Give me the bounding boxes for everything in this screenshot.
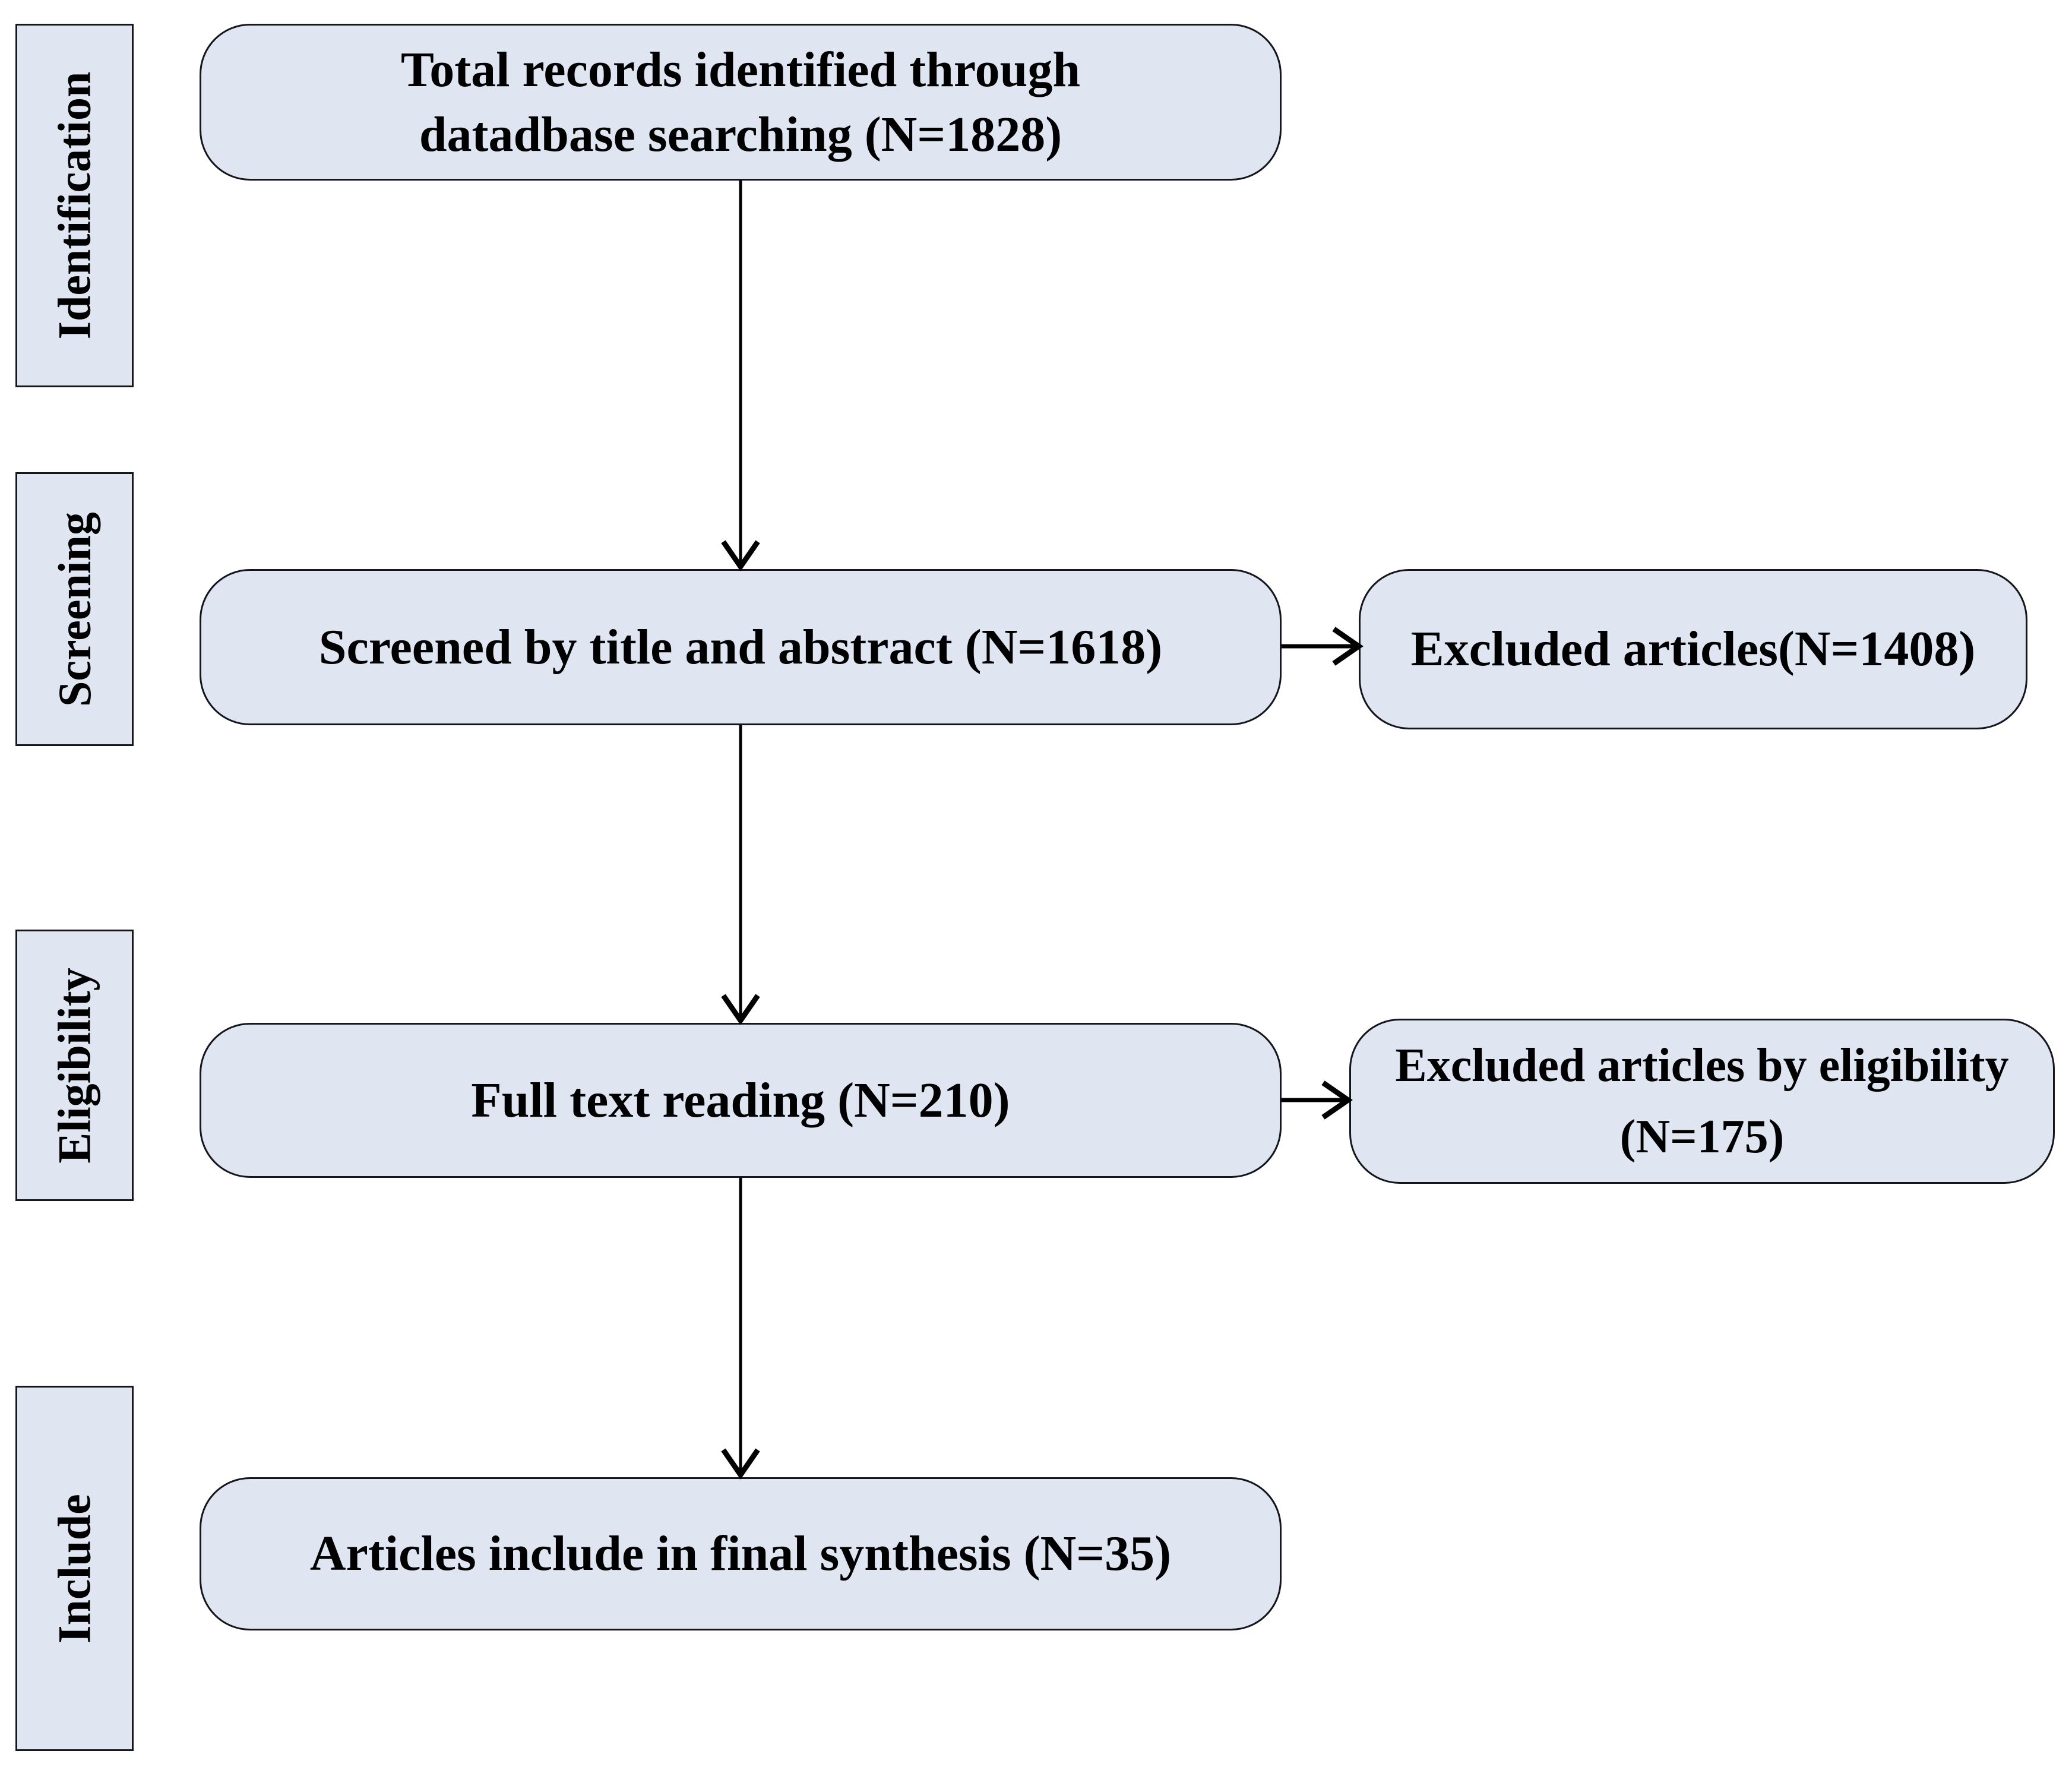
- box-excluded-articles-screening: Excluded articles(N=1408): [1359, 569, 2027, 729]
- stage-label-include: Include: [15, 1386, 134, 1751]
- arrow-identified-to-screened-icon: [721, 181, 760, 571]
- stage-label-screening: Screening: [15, 472, 134, 746]
- box-final-synthesis: Articles include in final synthesis (N=3…: [200, 1477, 1282, 1630]
- box-final-synthesis-text: Articles include in final synthesis (N=3…: [309, 1526, 1172, 1582]
- box-records-identified-text: Total records identified through datadba…: [400, 42, 1081, 162]
- arrow-fulltext-to-synthesis-icon: [721, 1178, 760, 1480]
- stage-label-eligibility-text: Eligibility: [48, 967, 100, 1164]
- box-full-text-reading-text: Full text reading (N=210): [471, 1072, 1010, 1128]
- box-screened-title-abstract: Screened by title and abstract (N=1618): [200, 569, 1282, 725]
- box-records-identified: Total records identified through datadba…: [200, 24, 1282, 181]
- stage-label-identification: Identification: [15, 24, 134, 387]
- stage-label-identification-text: Identification: [48, 71, 100, 340]
- arrow-screened-to-excluded-icon: [1282, 627, 1364, 666]
- stage-label-include-text: Include: [48, 1493, 100, 1644]
- box-screened-title-abstract-text: Screened by title and abstract (N=1618): [318, 619, 1163, 675]
- box-excluded-articles-eligibility: Excluded articles by eligibility (N=175): [1349, 1019, 2055, 1184]
- arrow-screened-to-fulltext-icon: [721, 725, 760, 1025]
- stage-label-eligibility: Eligibility: [15, 930, 134, 1201]
- box-excluded-articles-eligibility-text: Excluded articles by eligibility (N=175): [1395, 1039, 2009, 1163]
- box-excluded-articles-screening-text: Excluded articles(N=1408): [1410, 621, 1976, 677]
- arrow-fulltext-to-excluded-icon: [1282, 1080, 1353, 1120]
- box-full-text-reading: Full text reading (N=210): [200, 1023, 1282, 1178]
- stage-label-screening-text: Screening: [48, 511, 100, 707]
